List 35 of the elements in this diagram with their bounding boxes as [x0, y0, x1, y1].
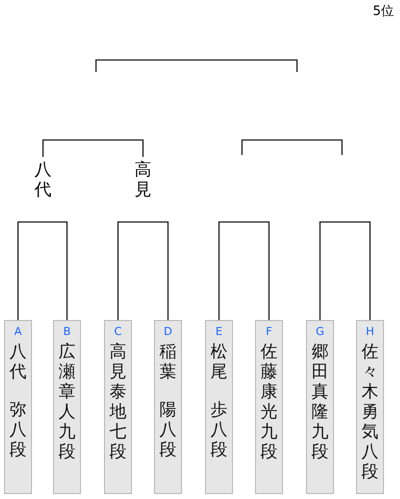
player-card: [53, 320, 81, 494]
bracket-line: [117, 221, 169, 320]
player-name: 八代: [8, 342, 28, 382]
player-name: 郷田真隆九段: [310, 342, 330, 462]
player-letter: D: [164, 326, 172, 338]
player-letter: F: [266, 326, 272, 338]
player-card: [255, 320, 283, 494]
player-name: 陽八段: [158, 400, 178, 460]
player-letter: G: [316, 326, 324, 338]
player-name: 佐々木勇気八段: [360, 342, 380, 482]
winner-name: 高見: [134, 160, 152, 200]
player-letter: A: [14, 326, 22, 338]
bracket-line: [17, 221, 68, 320]
player-card: [205, 320, 233, 494]
bracket-line: [42, 139, 144, 157]
player-name: 広瀬章人九段: [58, 342, 76, 462]
player-card: [356, 320, 384, 494]
player-name: 歩八段: [210, 400, 228, 460]
player-letter: H: [366, 326, 374, 338]
player-card: [4, 320, 32, 494]
player-card: [154, 320, 182, 494]
player-card: [104, 320, 132, 494]
player-card: [306, 320, 334, 494]
rank-label: 5位: [372, 3, 394, 20]
player-name: 佐藤康光九段: [260, 342, 278, 462]
winner-name: 八代: [34, 160, 52, 200]
player-name: 弥八段: [8, 400, 28, 460]
player-name: 松尾: [210, 342, 228, 382]
player-letter: C: [114, 326, 122, 338]
player-letter: B: [63, 326, 71, 338]
bracket-line: [319, 221, 371, 320]
bracket-line: [218, 221, 270, 320]
player-name: 高見泰地七段: [108, 342, 128, 462]
player-letter: E: [216, 326, 222, 338]
player-name: 稲葉: [158, 342, 178, 382]
